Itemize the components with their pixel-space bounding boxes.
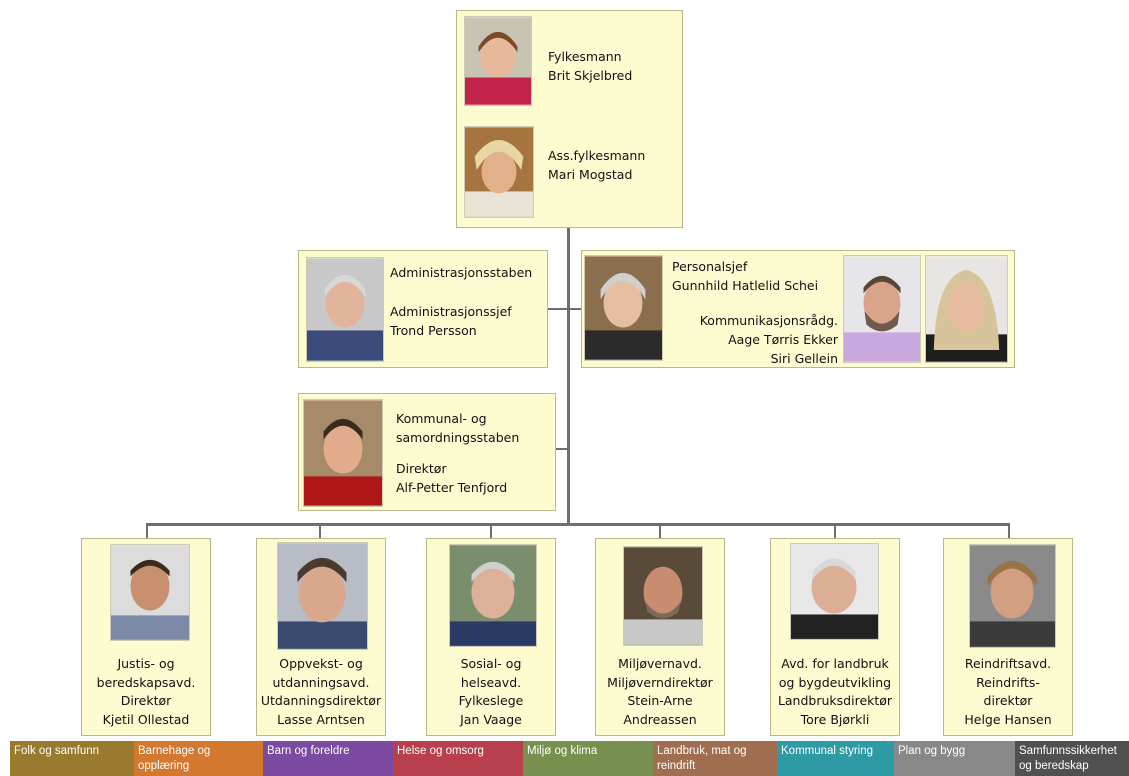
connector-dept-4: [659, 524, 661, 539]
person-photo: [449, 544, 537, 647]
connector-to-personal: [569, 308, 582, 310]
theme-plan-og-bygg[interactable]: Plan og bygg: [894, 741, 1015, 776]
theme-miljo-og-klima[interactable]: Miljø og klima: [523, 741, 653, 776]
connector-dept-3: [490, 524, 492, 539]
person-photo: [623, 546, 703, 646]
connector-dept-2: [319, 524, 321, 539]
person-photo: [303, 399, 383, 507]
connector-horizontal-departments: [146, 523, 1010, 526]
person-photo: [277, 542, 368, 650]
person-photo: [790, 543, 879, 640]
person-photo: [464, 126, 534, 218]
connector-to-kommunal: [556, 448, 568, 450]
theme-folk-og-samfunn[interactable]: Folk og samfunn: [10, 741, 134, 776]
department-box-sosial: [426, 538, 556, 736]
theme-barn-og-foreldre[interactable]: Barn og foreldre: [263, 741, 393, 776]
department-box-reindrift: [943, 538, 1073, 736]
person-photo: [969, 544, 1056, 648]
connector-to-admin: [548, 308, 568, 310]
connector-vertical-main: [567, 227, 570, 524]
person-photo: [464, 16, 532, 106]
person-photo: [843, 255, 921, 363]
theme-helse-og-omsorg[interactable]: Helse og omsorg: [393, 741, 523, 776]
department-box-justis: [81, 538, 211, 736]
person-photo: [925, 255, 1008, 363]
department-box-landbruk: [770, 538, 900, 736]
connector-dept-5: [834, 524, 836, 539]
connector-dept-1: [146, 524, 148, 539]
connector-dept-6: [1008, 524, 1010, 539]
theme-kommunal-styring[interactable]: Kommunal styring: [777, 741, 894, 776]
department-box-miljo: [595, 538, 725, 736]
department-box-oppvekst: [256, 538, 386, 736]
person-photo: [584, 255, 663, 361]
person-photo: [306, 257, 384, 362]
person-photo: [110, 544, 190, 641]
